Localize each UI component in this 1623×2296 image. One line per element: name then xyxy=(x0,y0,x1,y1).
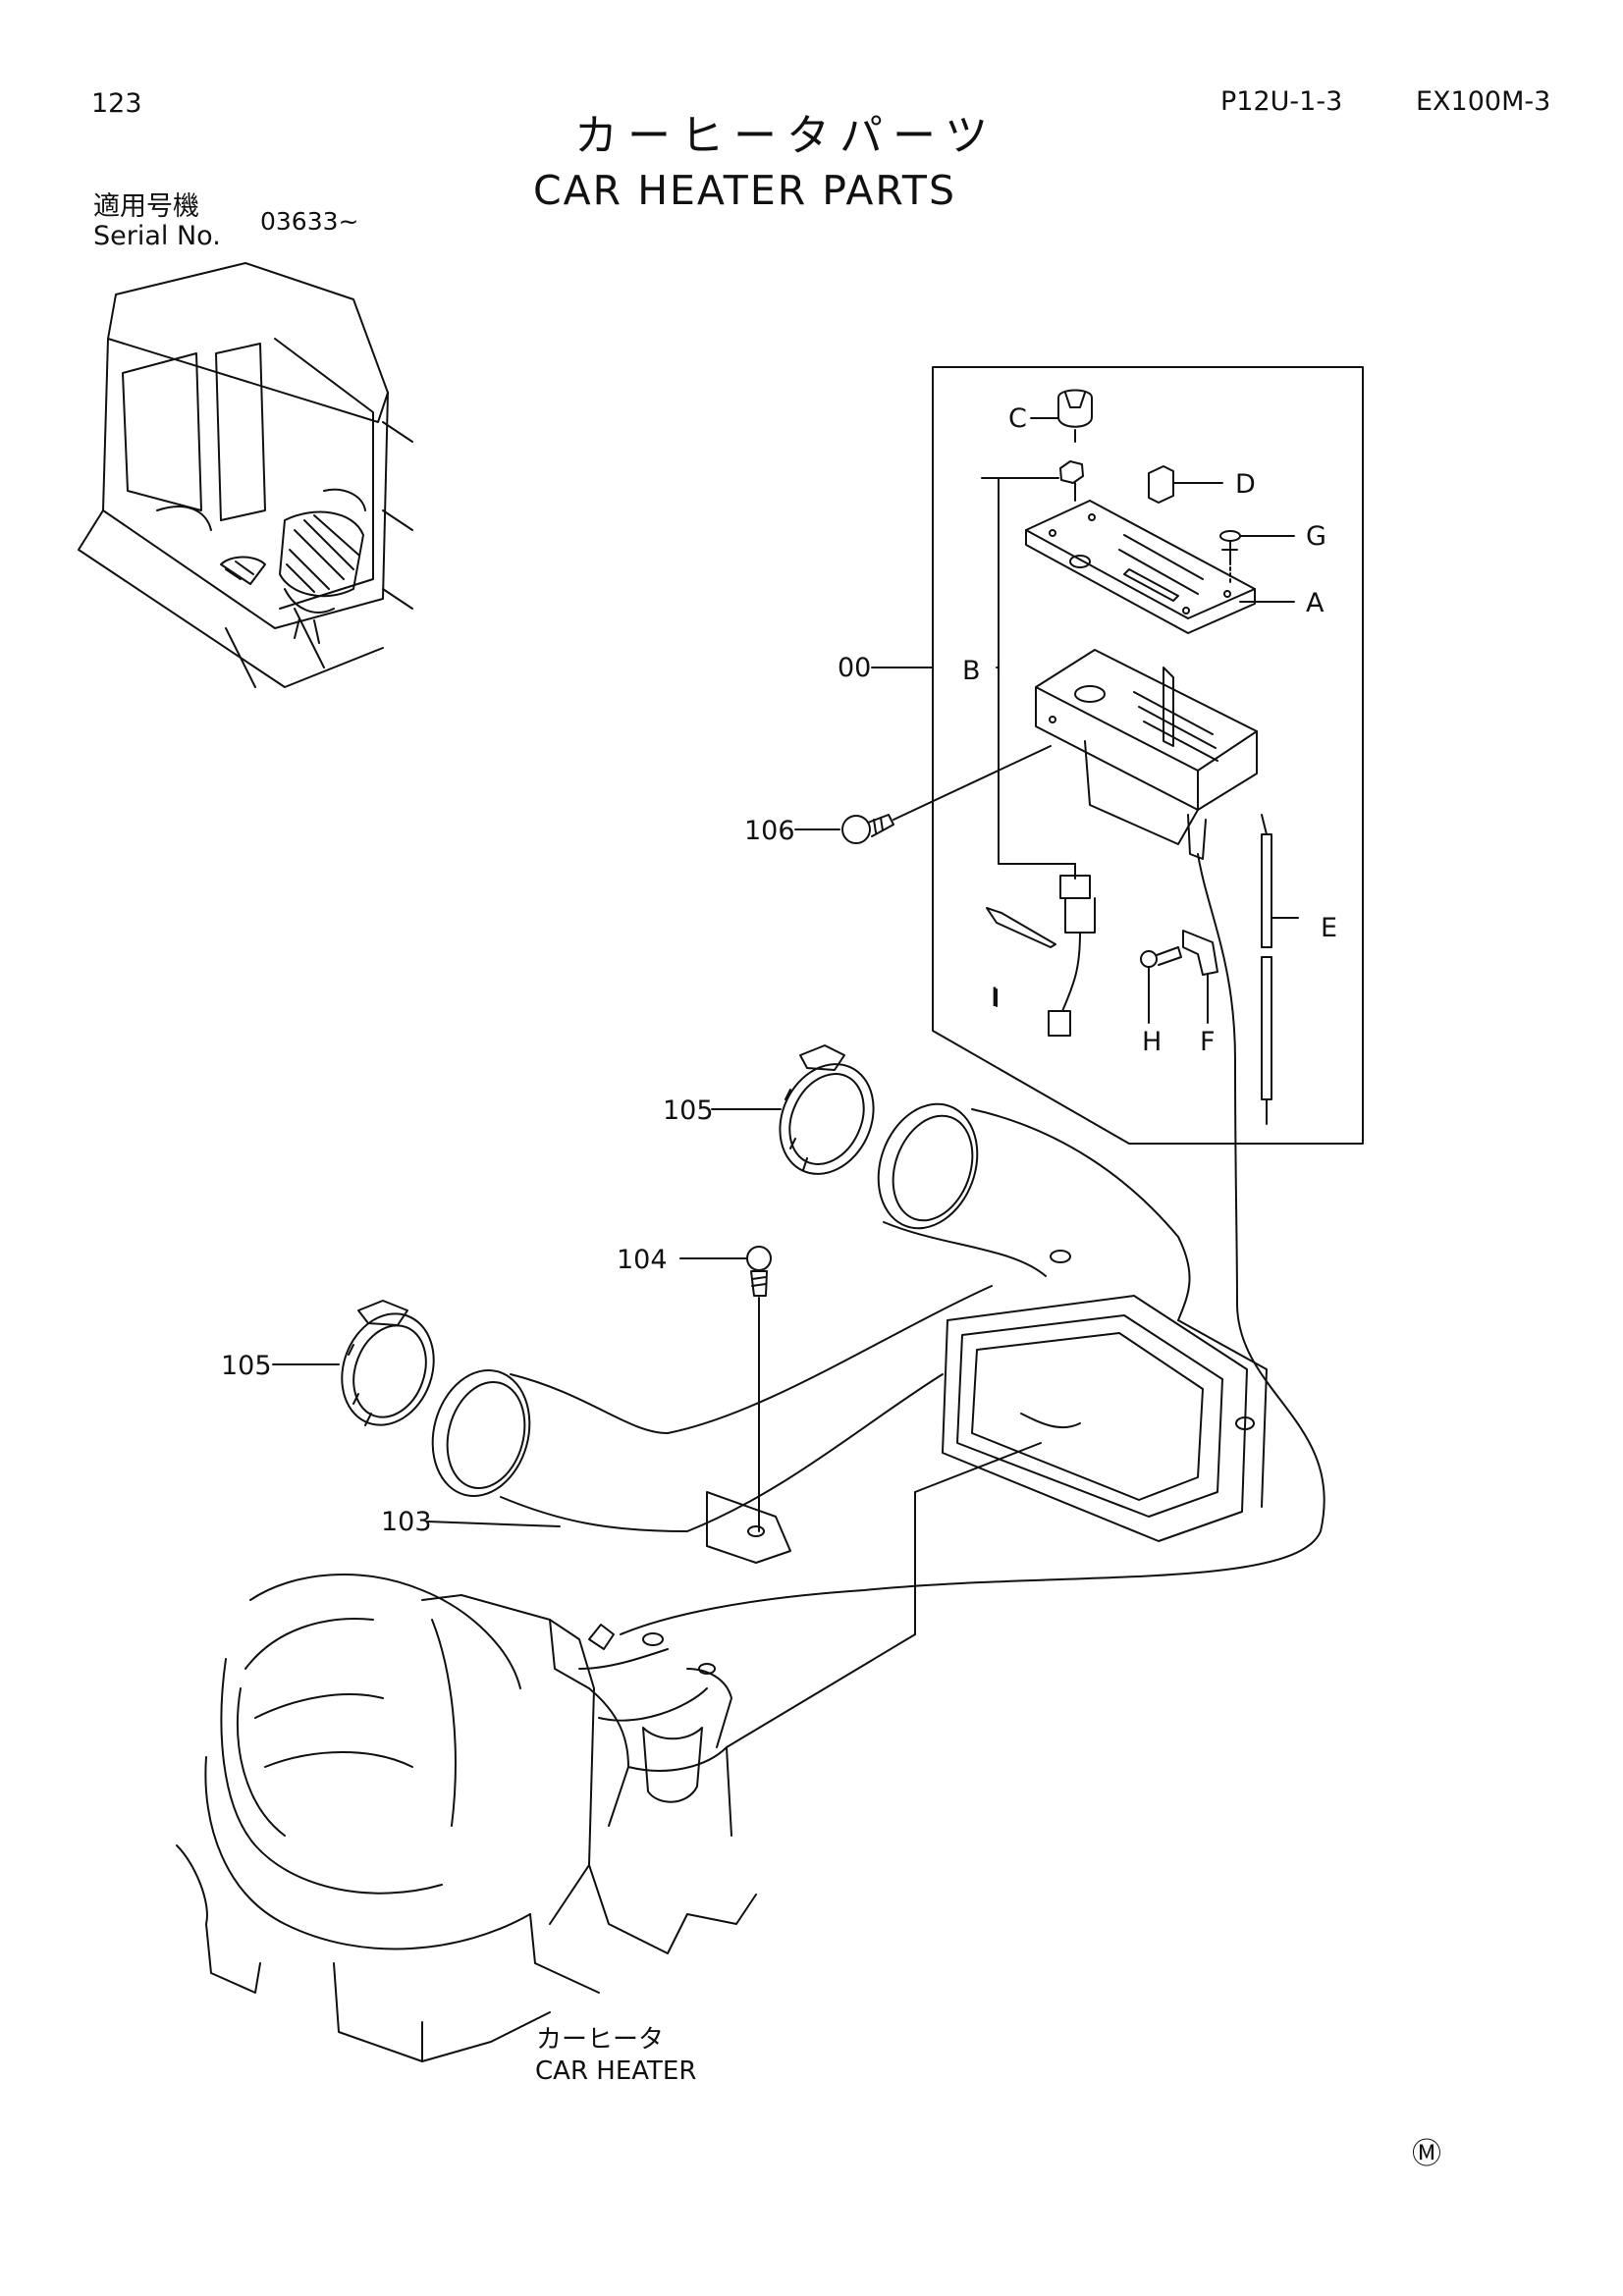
callout-106: 106 xyxy=(744,816,795,846)
callout-d: D xyxy=(1235,469,1256,500)
serial-label-japanese: 適用号機 xyxy=(93,191,199,222)
serial-number-value: 03633~ xyxy=(260,207,359,236)
callout-e: E xyxy=(1321,913,1338,943)
bolt-104 xyxy=(680,1247,771,1531)
bolt-106 xyxy=(842,746,1051,843)
hose-clamp-105-upper xyxy=(712,1045,891,1190)
heater-caption-japanese: カーヒータ xyxy=(536,2025,665,2055)
heater-caption-english: CAR HEATER xyxy=(535,2056,697,2086)
screw-part-h xyxy=(1141,947,1181,1023)
title-japanese: カーヒータパーツ xyxy=(574,111,999,161)
switch-part-b xyxy=(982,478,1095,1036)
hose-103 xyxy=(419,1286,992,1563)
callout-104: 104 xyxy=(617,1245,668,1275)
clip-part-f xyxy=(1183,931,1217,1023)
callout-103: 103 xyxy=(381,1507,432,1537)
callout-f: F xyxy=(1200,1027,1216,1057)
page-code: P12U-1-3 xyxy=(1220,86,1343,117)
callout-c: C xyxy=(1008,403,1027,434)
serial-label-english: Serial No. xyxy=(93,221,221,251)
knob-part-c xyxy=(1031,391,1092,443)
nut xyxy=(1060,461,1083,483)
title-english: CAR HEATER PARTS xyxy=(533,167,956,214)
callout-b: B xyxy=(962,656,981,686)
top-plate-part-a xyxy=(1026,501,1294,633)
callout-g: G xyxy=(1306,521,1326,552)
cap-part-d xyxy=(1149,466,1222,503)
control-wire xyxy=(621,854,1325,1634)
air-duct xyxy=(862,1091,1267,1541)
page-number: 123 xyxy=(91,88,142,119)
cable-part-e xyxy=(1262,815,1298,1124)
cab-overview-illustration xyxy=(79,263,412,687)
car-heater-unit xyxy=(177,1443,1041,2061)
bracket-assembly xyxy=(1036,650,1257,859)
control-panel-enclosure xyxy=(933,367,1363,1144)
footer-m-mark: Ⓜ xyxy=(1412,2137,1441,2171)
cable-tie-part-i xyxy=(987,908,1055,1006)
callout-h: H xyxy=(1142,1027,1163,1057)
callout-105-lower: 105 xyxy=(221,1351,272,1381)
screw-part-g xyxy=(1220,531,1294,584)
callout-a: A xyxy=(1306,588,1325,618)
callout-00: 00 xyxy=(838,653,872,683)
model-number: EX100M-3 xyxy=(1416,86,1551,117)
callout-105-upper: 105 xyxy=(663,1095,714,1126)
callout-i: I xyxy=(991,983,999,1013)
hose-clamp-105-lower xyxy=(273,1301,449,1438)
leader-lines xyxy=(795,667,999,829)
